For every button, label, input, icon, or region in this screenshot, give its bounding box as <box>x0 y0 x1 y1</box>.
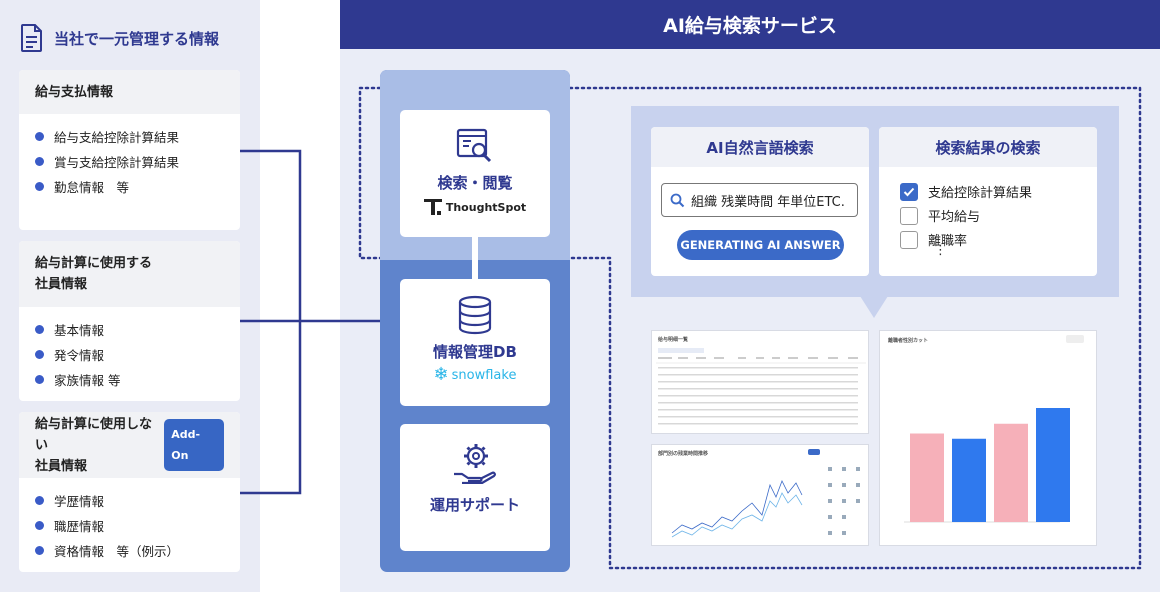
bar-chart-plot <box>904 335 1084 523</box>
list-item: 学歴情報 <box>35 488 224 513</box>
list-item: 職歴情報 <box>35 513 224 538</box>
card-payment-info: 給与支払情報 給与支給控除計算結果 賞与支給控除計算結果 勤怠情報 等 <box>19 70 240 230</box>
line-chart-thumbnail <box>671 449 860 538</box>
card-title-line1: 給与計算に使用しない <box>35 416 153 453</box>
search-window-icon <box>456 128 492 163</box>
brand-name: ThoughtSpot <box>445 200 527 214</box>
option-row[interactable]: 平均給与 <box>900 206 980 225</box>
thoughtspot-logo: ThoughtSpot <box>423 199 527 215</box>
list-item: 発令情報 <box>35 342 224 367</box>
box-db: 情報管理DB ❄ snowflake <box>400 279 550 406</box>
bullet-icon <box>35 521 44 530</box>
card-title: 給与計算に使用しない社員情報 Add-On <box>19 412 240 478</box>
item-label: 職歴情報 <box>54 519 105 534</box>
bullet-icon <box>35 182 44 191</box>
bullet-icon <box>35 496 44 505</box>
document-icon <box>21 24 42 52</box>
brand-name: snowflake <box>451 367 517 383</box>
box-search-browse: 検索・閲覧 ThoughtSpot <box>400 110 550 237</box>
list-item: 賞与支給控除計算結果 <box>35 149 224 174</box>
box-label: 検索・閲覧 <box>437 174 513 192</box>
service-banner: AI給与検索サービス <box>340 0 1160 49</box>
card-header: AI自然言語検索 <box>651 127 869 167</box>
checkbox[interactable] <box>900 206 918 225</box>
bullet-icon <box>35 132 44 141</box>
snowflake-icon: ❄ <box>433 364 449 385</box>
panel-pointer <box>860 296 888 318</box>
table-screenshot: 给与明细一覧 <box>651 330 869 434</box>
card-title: 給与支払情報 <box>19 70 240 114</box>
snowflake-logo: ❄ snowflake <box>434 366 517 384</box>
item-label: 資格情報 等（例示） <box>54 544 180 559</box>
list-item: 給与支給控除計算結果 <box>35 124 224 149</box>
card-title-line2: 社員情報 <box>35 277 88 292</box>
card-title: 給与計算に使用する社員情報 <box>19 241 240 307</box>
item-label: 家族情報 等 <box>54 373 121 388</box>
item-label: 基本情報 <box>54 323 105 338</box>
line-chart-screenshot: 部門別の残業時間推移 <box>651 444 869 546</box>
item-label: 賞与支給控除計算結果 <box>54 155 180 170</box>
check-icon <box>903 187 915 196</box>
card-employee-info-used: 給与計算に使用する社員情報 基本情報 発令情報 家族情報 等 <box>19 241 240 401</box>
search-query: 組織 残業時間 年単位ETC. <box>691 194 845 210</box>
item-label: 勤怠情報 等 <box>54 180 130 195</box>
box-label: 運用サポート <box>429 496 520 514</box>
card-employee-info-unused: 給与計算に使用しない社員情報 Add-On 学歴情報 職歴情報 資格情報 等（例… <box>19 412 240 572</box>
addon-badge: Add-On <box>164 419 224 471</box>
box-label: 情報管理DB <box>433 343 517 361</box>
option-row[interactable]: 支給控除計算結果 <box>900 182 1032 201</box>
option-label: 離職率 <box>928 234 968 249</box>
bullet-icon <box>35 157 44 166</box>
left-title: 当社で一元管理する情報 <box>20 22 219 54</box>
left-title-text: 当社で一元管理する情報 <box>54 29 220 48</box>
search-icon <box>670 193 685 207</box>
thoughtspot-logo-icon <box>423 199 442 215</box>
database-icon <box>458 295 492 335</box>
screen-title: 给与明细一覧 <box>658 337 689 343</box>
column-connector <box>472 237 478 279</box>
bar <box>994 423 1028 522</box>
result-search-card: 検索結果の検索 <box>879 127 1097 276</box>
checkbox[interactable] <box>900 230 918 249</box>
gear-hand-icon <box>454 444 496 484</box>
screen-title: 離職者性別カット <box>888 338 929 344</box>
item-label: 給与支給控除計算結果 <box>54 130 180 145</box>
checkbox-checked[interactable] <box>900 182 918 201</box>
option-label: 支給控除計算結果 <box>928 186 1033 201</box>
bar-chart-screenshot: 離職者性別カット <box>879 330 1097 546</box>
box-support: 運用サポート <box>400 424 550 551</box>
generate-ai-answer-button[interactable]: GENERATING AI ANSWER <box>677 230 844 260</box>
option-label: 平均給与 <box>928 210 981 225</box>
bullet-icon <box>35 375 44 384</box>
card-title-line1: 給与計算に使用する <box>35 256 153 271</box>
dotted-outline <box>358 86 1142 570</box>
screen-title: 部門別の残業時間推移 <box>658 451 709 457</box>
bullet-icon <box>35 350 44 359</box>
option-row[interactable]: 離職率 <box>900 230 967 249</box>
bar <box>1036 408 1070 522</box>
list-item: 勤怠情報 等 <box>35 174 224 199</box>
more-options-indicator: ⋮ <box>934 243 947 258</box>
bar <box>952 438 986 522</box>
list-item: 資格情報 等（例示） <box>35 538 224 563</box>
item-label: 学歴情報 <box>54 494 105 509</box>
card-title-line2: 社員情報 <box>35 458 88 474</box>
table-thumbnail <box>656 348 866 425</box>
search-input[interactable]: 組織 残業時間 年単位ETC. <box>661 183 858 217</box>
card-header: 検索結果の検索 <box>879 127 1097 167</box>
bar <box>910 433 944 522</box>
list-item: 基本情報 <box>35 317 224 342</box>
bullet-icon <box>35 546 44 555</box>
item-label: 発令情報 <box>54 348 105 363</box>
list-item: 家族情報 等 <box>35 367 224 392</box>
bullet-icon <box>35 325 44 334</box>
